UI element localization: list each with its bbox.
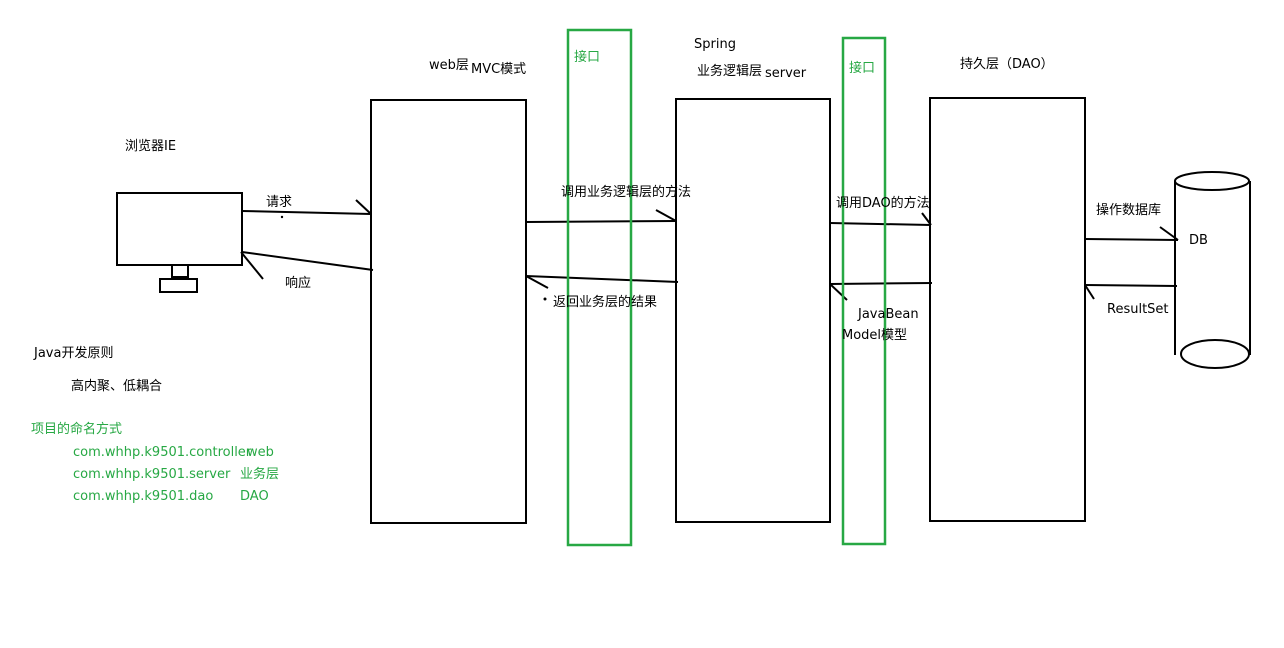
db-cylinder-top — [1174, 171, 1250, 191]
return-business-arrowhead — [525, 275, 549, 289]
operate-db-arrow-line — [1084, 238, 1179, 241]
db-cylinder-bottom — [1180, 339, 1250, 369]
server-label: server — [765, 66, 807, 81]
principles-title: Java开发原则 — [34, 346, 114, 361]
naming-package-server: com.whhp.k9501.server — [73, 467, 231, 482]
request-arrowhead — [355, 199, 372, 215]
interface-box-1 — [566, 28, 633, 547]
naming-desc-dao: DAO — [240, 489, 269, 504]
call-business-arrowhead — [655, 209, 677, 222]
return-business-arrow-line — [525, 275, 679, 283]
dot-mark — [543, 297, 547, 301]
mvc-label: MVC模式 — [471, 62, 527, 77]
response-arrow-line — [241, 251, 374, 271]
browser-label: 浏览器IE — [125, 139, 177, 154]
dot-mark — [280, 215, 284, 219]
request-label: 请求 — [266, 195, 293, 210]
naming-package-dao: com.whhp.k9501.dao — [73, 489, 214, 504]
browser-monitor-stand — [159, 278, 198, 293]
persistence-label: 持久层（DAO） — [960, 57, 1054, 72]
resultset-label: ResultSet — [1107, 302, 1169, 317]
response-label: 响应 — [285, 276, 312, 291]
interface-box-2 — [841, 36, 887, 546]
interface-label-1: 接口 — [574, 50, 601, 65]
browser-monitor — [116, 192, 243, 266]
business-layer-label: 业务逻辑层 — [697, 64, 763, 79]
model-label: Model模型 — [842, 328, 908, 343]
resultset-arrowhead — [1084, 284, 1095, 300]
operate-db-label: 操作数据库 — [1096, 203, 1162, 218]
business-layer-box — [675, 98, 831, 523]
web-layer-label: web层 — [429, 58, 469, 73]
naming-package-controller: com.whhp.k9501.controller — [73, 445, 252, 460]
web-layer-box — [370, 99, 527, 524]
spring-label: Spring — [694, 37, 736, 52]
return-business-label: 返回业务层的结果 — [553, 295, 658, 310]
dao-layer-box — [929, 97, 1086, 522]
return-dao-arrow-line — [829, 282, 933, 285]
response-arrowhead — [240, 251, 264, 280]
return-dao-arrowhead — [829, 283, 848, 301]
call-business-label: 调用业务逻辑层的方法 — [561, 185, 692, 200]
db-label: DB — [1189, 233, 1208, 248]
javabean-label: JavaBean — [858, 307, 919, 322]
call-dao-label: 调用DAO的方法 — [836, 196, 930, 211]
interface-label-2: 接口 — [849, 61, 876, 76]
request-arrow-line — [241, 210, 372, 215]
call-business-arrow-line — [525, 220, 677, 223]
call-dao-arrowhead — [921, 212, 932, 226]
browser-monitor-neck — [171, 264, 189, 278]
naming-desc-web: web — [247, 445, 274, 460]
call-dao-arrow-line — [829, 222, 932, 226]
naming-desc-business: 业务层 — [240, 467, 280, 482]
naming-title: 项目的命名方式 — [31, 422, 123, 437]
resultset-arrow-line — [1084, 284, 1178, 287]
principles-item: 高内聚、低耦合 — [71, 379, 163, 394]
